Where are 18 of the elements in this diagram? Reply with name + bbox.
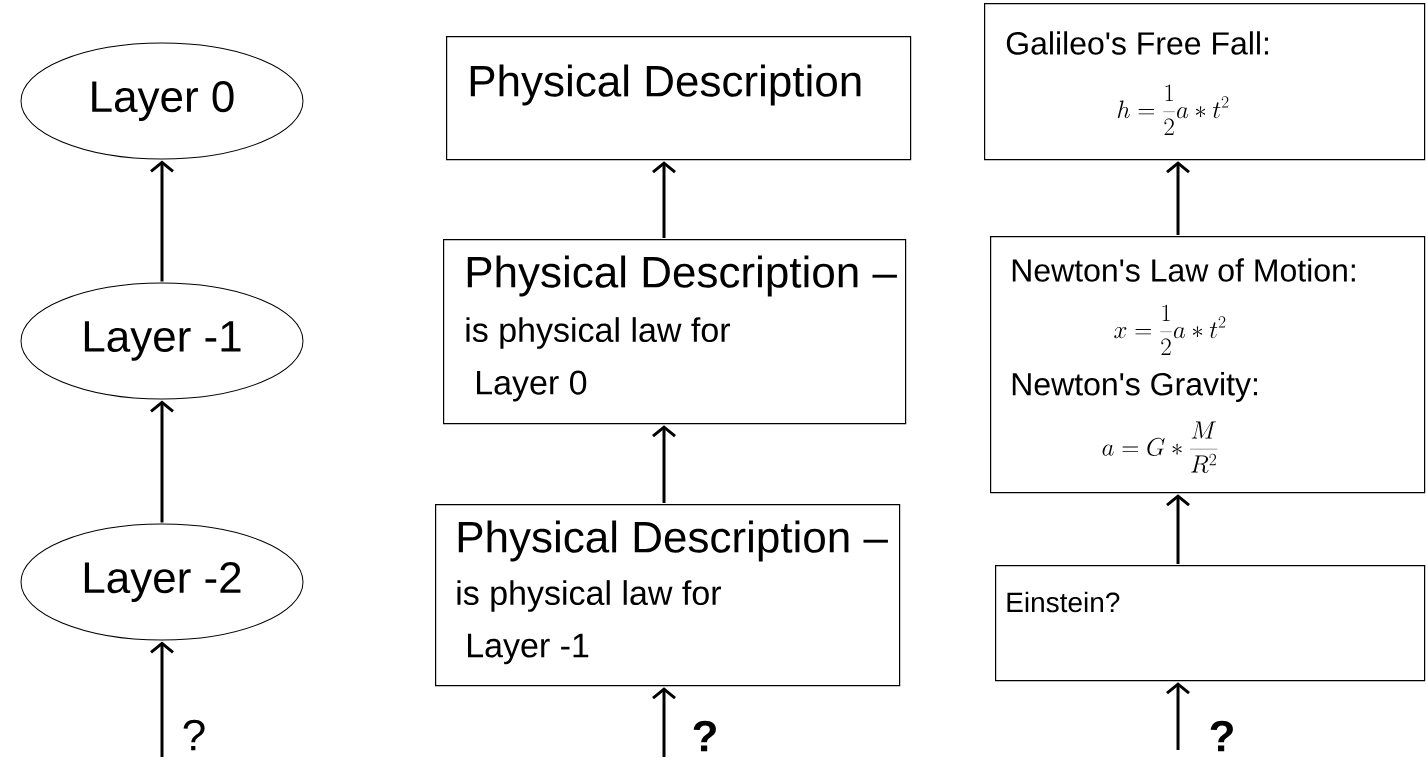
- text-box: Physical Description – is physical law for Layer -1: [435, 504, 901, 687]
- arrow: [150, 400, 174, 523]
- text-box: Einstein?: [995, 565, 1426, 682]
- arrow: [1166, 494, 1190, 564]
- text-box: Physical Description: [446, 36, 912, 161]
- arrow: [1166, 161, 1190, 235]
- arrow: [652, 687, 676, 757]
- arrow: [1166, 682, 1190, 750]
- arrow: [652, 161, 676, 238]
- text-box: Newton's Law of Motion: $x = \frac{1}{2} a * t^{2}$ Newton's Gravity: $a = G * \frac{M}{R^{2}}$: [990, 236, 1426, 494]
- question-mark: ?: [183, 719, 205, 751]
- question-mark: ?: [1210, 720, 1233, 752]
- question-mark: ?: [693, 720, 716, 752]
- text-box: Galileo's Free Fall: $h = \frac{1}{2} a * t^{2}$: [984, 3, 1426, 161]
- arrow: [652, 425, 676, 503]
- arrow: [150, 160, 174, 282]
- arrow: [150, 641, 174, 757]
- text-box: Physical Description – is physical law for Layer 0: [443, 239, 907, 425]
